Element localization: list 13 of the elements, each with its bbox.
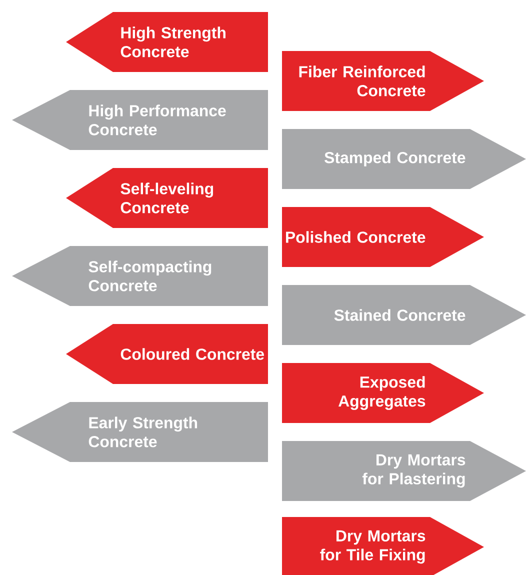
arrow-sign: Early Strength Concrete [12, 402, 268, 462]
arrow-sign: Dry Mortars for Plastering [282, 441, 526, 501]
arrow-sign: High Performance Concrete [12, 90, 268, 150]
arrow-sign: Self-compacting Concrete [12, 246, 268, 306]
arrow-sign: Coloured Concrete [66, 324, 268, 384]
arrow-sign: Stained Concrete [282, 285, 526, 345]
arrow-sign: Polished Concrete [282, 207, 484, 267]
arrow-sign: High Strength Concrete [66, 12, 268, 72]
arrow-sign: Self-leveling Concrete [66, 168, 268, 228]
arrow-sign: Exposed Aggregates [282, 363, 484, 423]
arrow-sign: Stamped Concrete [282, 129, 526, 189]
arrow-sign: Dry Mortars for Tile Fixing [282, 517, 484, 575]
arrow-sign: Fiber Reinforced Concrete [282, 51, 484, 111]
